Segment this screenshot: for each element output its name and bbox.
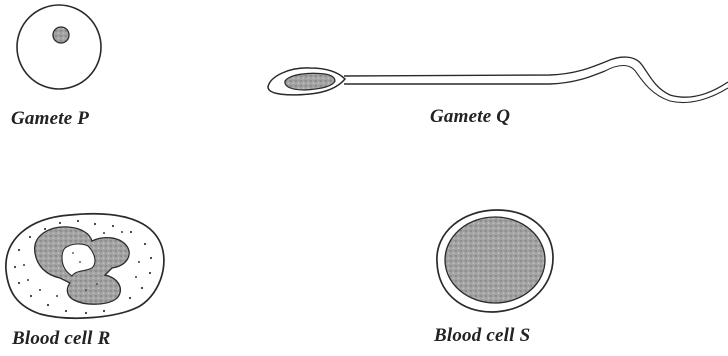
blood-cell-r	[6, 214, 164, 318]
blood-cell-r-label: Blood cell R	[12, 328, 110, 350]
gamete-q-label: Gamete Q	[430, 106, 510, 128]
gamete-q-tail-inner	[605, 66, 728, 103]
blood-cell-s-label: Blood cell S	[434, 325, 530, 347]
gamete-p-nucleus	[53, 27, 69, 43]
blood-cell-s-nucleus	[445, 217, 545, 303]
gamete-p-membrane	[17, 5, 101, 89]
gamete-p-label: Gamete P	[11, 108, 89, 130]
gamete-q	[268, 57, 728, 102]
gamete-q-midpiece	[344, 62, 605, 84]
gamete-q-nucleus	[285, 73, 335, 90]
gamete-q-tail	[605, 57, 728, 97]
gamete-p	[17, 5, 101, 89]
blood-cell-s	[437, 210, 553, 312]
